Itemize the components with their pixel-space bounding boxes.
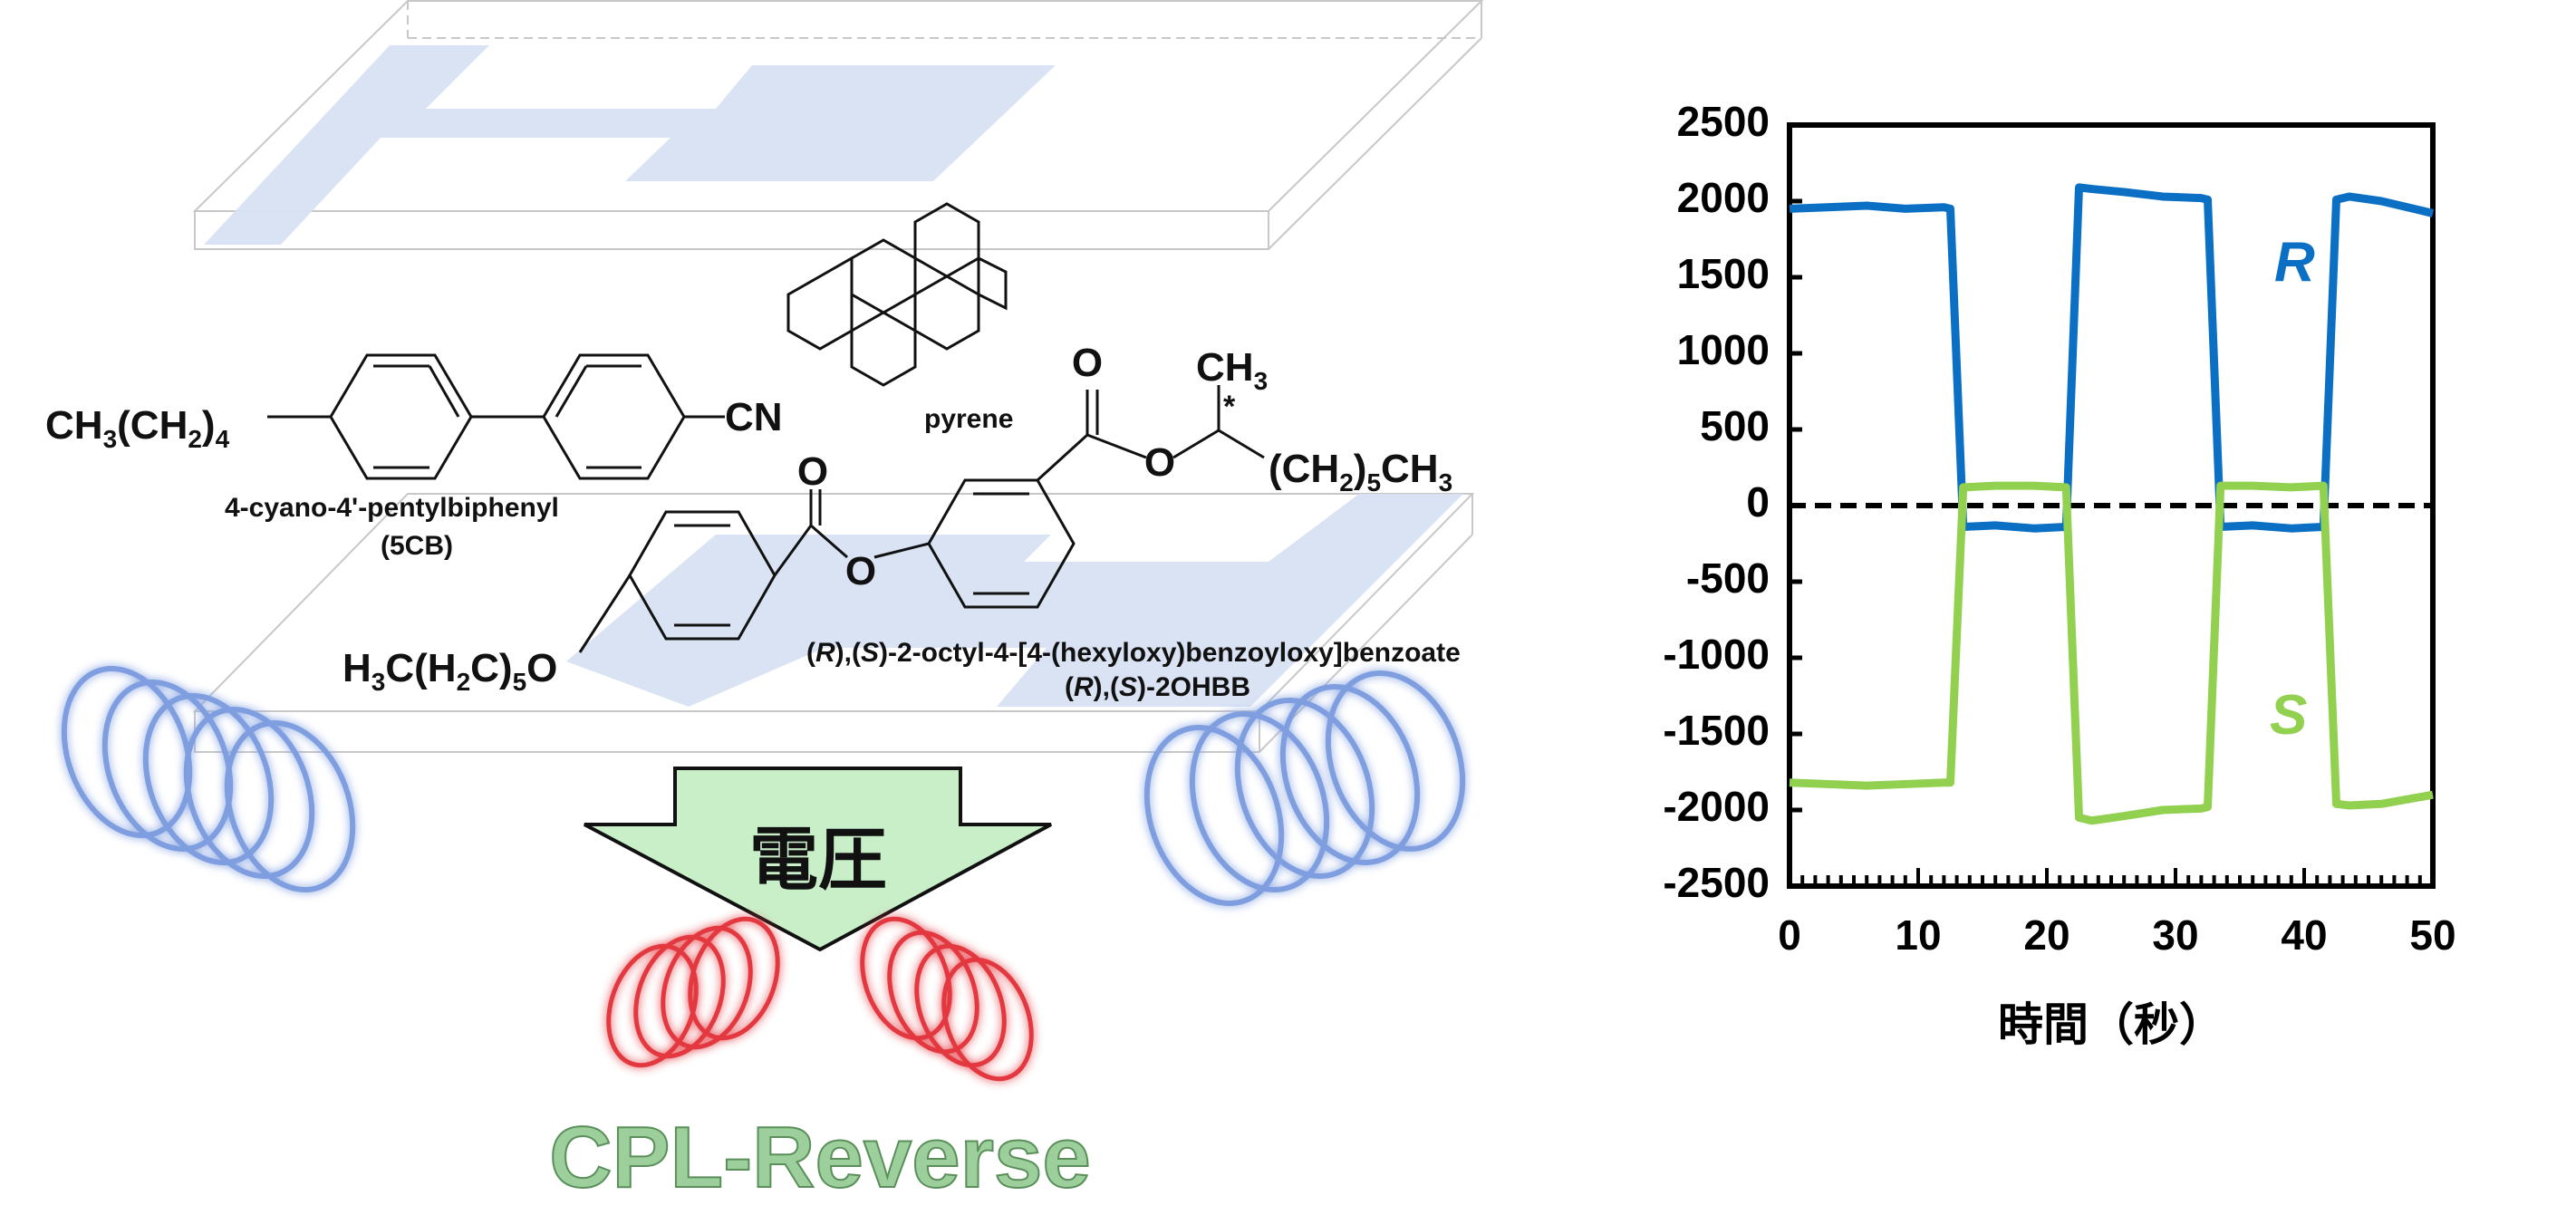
series-line-r xyxy=(1789,183,2435,533)
series-layer xyxy=(1789,183,2435,825)
octyl-chain: (CH2)5CH3 xyxy=(1269,447,1452,497)
series-label-s: S xyxy=(2270,684,2307,747)
x-tick-label: 10 xyxy=(1895,911,1941,959)
x-tick-label: 30 xyxy=(2152,911,2198,959)
5cb-name: 4-cyano-4'-pentylbiphenyl xyxy=(225,493,559,523)
cpl-reverse-title: CPL-Reverse xyxy=(549,1109,1091,1206)
pyrene-label: pyrene xyxy=(924,404,1013,434)
y-tick-label: -2500 xyxy=(1663,859,1770,906)
x-tick-label: 0 xyxy=(1778,911,1801,959)
5cb-cyano-group: CN xyxy=(725,395,783,439)
5cb-alkyl-chain: CH3(CH2)4 xyxy=(45,403,230,453)
bottom-electrode xyxy=(566,494,1463,707)
x-tick-label: 40 xyxy=(2281,911,2327,959)
y-tick-label: 0 xyxy=(1746,478,1770,526)
x-tick-label: 50 xyxy=(2409,911,2455,959)
series-label-r: R xyxy=(2274,231,2315,294)
voltage-arrow: 電圧 xyxy=(584,767,1052,952)
hexyloxy-chain: H3C(H2C)5O xyxy=(343,646,557,696)
blue-helix-right xyxy=(1143,670,1466,906)
5cb-abbreviation: (5CB) xyxy=(381,531,453,561)
x-tick-label: 20 xyxy=(2023,911,2069,959)
2ohbb-abbreviation: (R),(S)-2OHBB xyxy=(1065,672,1250,702)
y-tick-label: -1000 xyxy=(1663,631,1770,678)
blue-helix-left xyxy=(61,666,356,892)
y-tick-label: 1500 xyxy=(1677,250,1770,297)
pyrene-structure xyxy=(786,202,1008,387)
lc-cell-schematic: CH3(CH2)4 CN 4-cyano-4'-pentylbiphenyl (… xyxy=(45,0,1484,1207)
2ohbb-full-name: (R),(S)-2-octyl-4-[4-(hexyloxy)benzoylox… xyxy=(806,638,1461,668)
y-axis: 2500 2000 1500 1000 500 0 -500 -1000 -1500 -2000 -… xyxy=(1663,98,1802,906)
top-glass-plate xyxy=(192,0,1484,250)
y-tick-label: -2000 xyxy=(1663,783,1770,830)
ester-oxygen-right: O xyxy=(1144,440,1175,485)
chiral-center-star: * xyxy=(1223,390,1236,424)
y-tick-label: 2500 xyxy=(1677,98,1770,145)
red-helix-left xyxy=(606,916,780,1068)
cpl-switching-chart: 25002000150010005000-500-1000-1500-2000-… xyxy=(1663,98,2455,1051)
ester-oxygen-left: O xyxy=(845,549,876,593)
carbonyl-oxygen-left: O xyxy=(797,449,828,494)
methyl-group: CH3 xyxy=(1196,345,1268,395)
y-tick-label: -1500 xyxy=(1663,707,1770,754)
y-tick-label: 2000 xyxy=(1677,174,1770,221)
y-tick-label: 1000 xyxy=(1677,326,1770,373)
y-tick-label: 500 xyxy=(1700,402,1770,449)
red-helix-right xyxy=(860,916,1034,1082)
2ohbb-structure xyxy=(578,385,1265,653)
top-electrode xyxy=(204,45,1056,245)
series-line-s xyxy=(1789,481,2434,825)
x-axis: 0 10 20 30 40 50 xyxy=(1778,868,2456,959)
carbonyl-oxygen-right: O xyxy=(1072,341,1103,385)
voltage-label: 電圧 xyxy=(749,819,887,900)
y-tick-label: -500 xyxy=(1686,554,1770,602)
x-axis-title: 時間（秒） xyxy=(1998,998,2224,1051)
5cb-structure xyxy=(267,353,725,480)
